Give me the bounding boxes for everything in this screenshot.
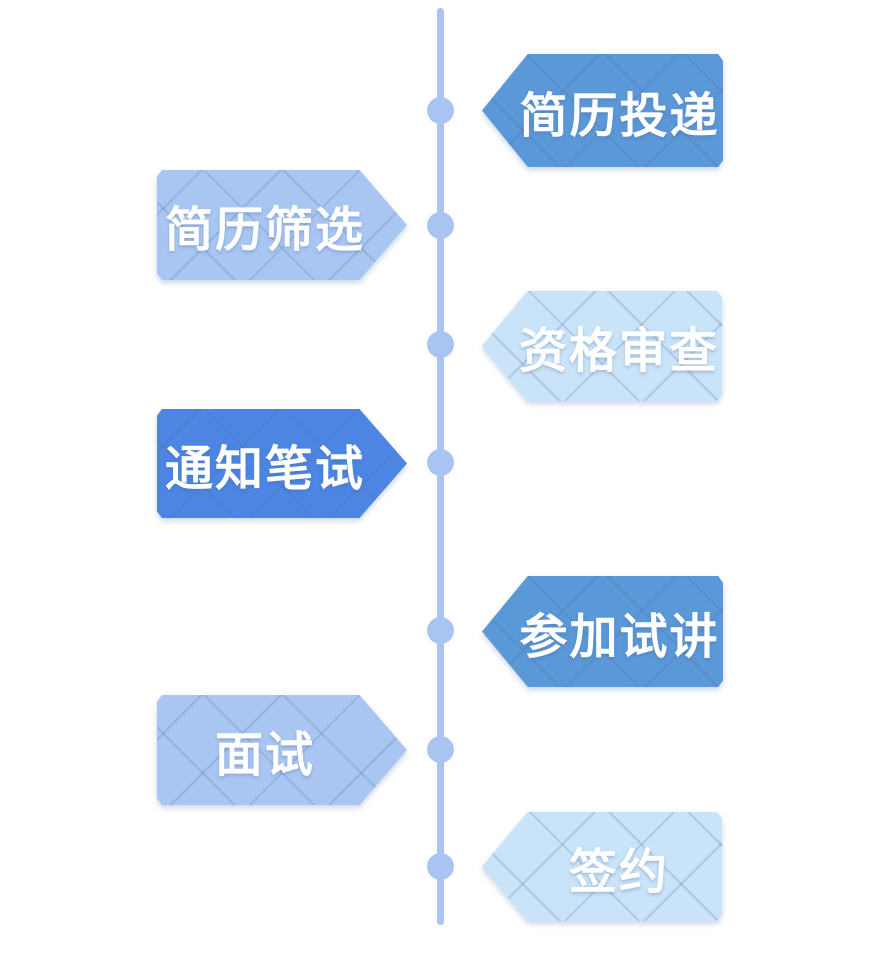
arrow-banner-shape: 资格审查 [482, 291, 722, 401]
step-banner-resume-screening: 简历筛选 [157, 170, 407, 280]
step-banner-resume-submission: 简历投递 [482, 54, 723, 167]
step-label: 参加试讲 [519, 610, 720, 664]
timeline-node [427, 617, 454, 644]
arrow-banner-shape: 通知笔试 [157, 409, 407, 518]
step-banner-signing: 签约 [482, 812, 722, 921]
step-label: 签约 [568, 845, 669, 899]
step-label: 简历筛选 [164, 204, 365, 257]
step-label: 资格审查 [518, 325, 719, 378]
step-label: 面试 [214, 729, 315, 782]
step-banner-interview: 面试 [157, 695, 407, 805]
timeline-node [427, 449, 454, 476]
timeline-node [427, 853, 454, 880]
timeline-node [427, 736, 454, 763]
arrow-banner-shape: 面试 [157, 695, 407, 805]
arrow-banner-shape: 签约 [482, 812, 722, 921]
timeline-node [427, 97, 454, 124]
step-banner-trial-lecture: 参加试讲 [482, 576, 723, 687]
arrow-banner-shape: 参加试讲 [482, 576, 723, 687]
timeline-node [427, 212, 454, 239]
step-label: 通知笔试 [164, 442, 365, 496]
step-banner-qualification-review: 资格审查 [482, 291, 722, 401]
step-label: 简历投递 [519, 89, 720, 143]
step-banner-written-test-notice: 通知笔试 [157, 409, 407, 518]
timeline-node [427, 331, 454, 358]
arrow-banner-shape: 简历投递 [482, 54, 723, 167]
arrow-banner-shape: 简历筛选 [157, 170, 407, 280]
